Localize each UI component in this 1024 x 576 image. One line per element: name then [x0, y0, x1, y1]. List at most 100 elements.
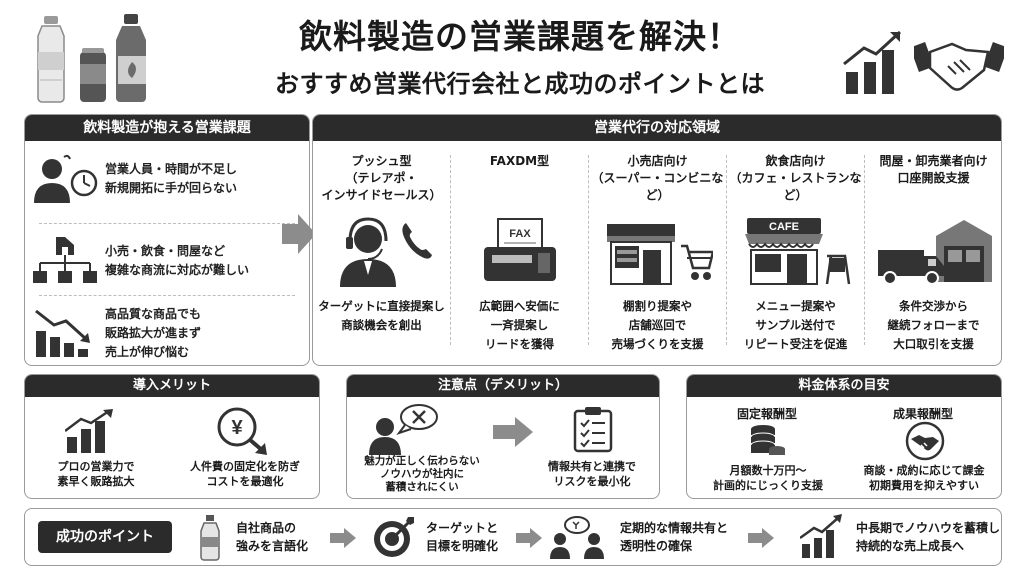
bottle-icon [198, 515, 222, 565]
pricing-text: 商談・成約に応じて課金 [863, 464, 985, 477]
issue-item: 高品質な商品でも 販路拡大が進まず 売上が伸び悩む [25, 303, 309, 363]
right-arrow-icon [493, 417, 533, 451]
merit-text: 人件費の固定化を防ぎ [190, 460, 300, 473]
services-panel: 営業代行の対応領域 プッシュ型 （テレアポ・ インサイドセールス） ターゲットに… [312, 114, 1002, 366]
issue-item: 小売・飲食・問屋など 複雑な商流に対応が難しい [25, 231, 309, 291]
merit-text: プロの営業力で [57, 460, 135, 473]
service-desc: 棚割り提案や [623, 299, 692, 313]
service-wholesale: 問屋・卸売業者向け 口座開設支援 条件交渉から 継続フォローまで 大口取引を支援 [865, 141, 1001, 353]
divider [726, 155, 727, 345]
right-arrow-icon [330, 528, 356, 552]
issue-text: 複雑な商流に対応が難しい [105, 263, 250, 277]
page-subtitle: おすすめ営業代行会社と成功のポイントとは [275, 70, 765, 98]
merits-panel: 導入メリット プロの営業力で 素早く販路拡大 ¥ 人件費の固定化を防ぎ コストを… [24, 374, 320, 499]
service-desc: 広範囲へ安価に [479, 299, 560, 313]
call-center-operator-icon [313, 211, 450, 291]
issue-text: 小売・飲食・問屋など [105, 244, 226, 258]
caution-text: ノウハウが社内に [380, 468, 464, 480]
merit-text: コストを最適化 [206, 475, 284, 488]
team-communication-icon [548, 515, 608, 563]
fax-paper-label: FAX [509, 228, 531, 240]
service-desc: リピート受注を促進 [743, 337, 848, 351]
sales-growth-icon [64, 409, 117, 457]
caution-text: 情報共有と連携で [548, 460, 636, 473]
service-title: （カフェ・レストランなど） [729, 171, 862, 202]
service-title: 小売店向け [627, 154, 688, 168]
success-points-tag: 成功のポイント [38, 521, 172, 553]
pricing-panel: 料金体系の目安 固定報酬型 月額数十万円〜 計画的にじっくり支援 成果報酬型 商… [686, 374, 1002, 499]
service-title: 口座開設支援 [897, 171, 970, 185]
header-bottles-illustration [34, 12, 154, 104]
services-heading: 営業代行の対応領域 [313, 115, 1001, 141]
service-title: FAXDM型 [489, 154, 550, 168]
success-step-text: 中長期でノウハウを蓄積し [856, 521, 1001, 535]
service-desc: 商談機会を創出 [341, 318, 422, 332]
right-arrow-icon [516, 528, 542, 552]
right-arrow-icon [282, 214, 316, 258]
handshake-circle-icon [905, 421, 945, 465]
checklist-icon [573, 405, 613, 457]
service-title: （テレアポ・ [345, 171, 418, 185]
yen-symbol: ¥ [231, 417, 243, 439]
service-desc: サンプル送付で [755, 318, 836, 332]
service-desc: 継続フォローまで [887, 318, 980, 332]
issue-text: 営業人員・時間が不足し [105, 162, 238, 176]
truck-warehouse-icon [865, 211, 1001, 291]
issue-text: 売上が伸び悩む [105, 344, 190, 359]
fax-machine-icon: FAX [451, 211, 588, 291]
divider [588, 155, 589, 345]
page-title: 飲料製造の営業課題を解決！ [299, 17, 741, 56]
yen-cost-down-icon: ¥ [215, 405, 271, 459]
caution-text: リスクを最小化 [553, 475, 631, 488]
service-desc: 一斉提案し [490, 318, 549, 332]
distribution-network-icon [25, 235, 105, 287]
success-step-text: 強みを言語化 [236, 539, 309, 553]
pricing-text: 月額数十万円〜 [729, 464, 807, 477]
cafe-sign-label: CAFE [769, 221, 799, 233]
success-step-text: 持続的な売上成長へ [856, 539, 965, 553]
service-desc: リードを獲得 [485, 337, 554, 351]
service-title: 飲食店向け [765, 154, 826, 168]
service-desc: ターゲットに直接提案し [318, 299, 445, 313]
success-step-text: 自社商品の [236, 521, 297, 535]
target-icon [372, 515, 416, 563]
cautions-panel: 注意点（デメリット） 魅力が正しく伝わらない ノウハウが社内に 蓄積されにくい [346, 374, 660, 499]
issue-text: 販路拡大が進まず [105, 325, 202, 340]
pricing-heading: 料金体系の目安 [687, 375, 1001, 397]
service-desc: 大口取引を支援 [893, 337, 974, 351]
pricing-text: 初期費用を抑えやすい [869, 479, 979, 492]
busy-person-clock-icon [25, 153, 105, 205]
service-restaurant: 飲食店向け （カフェ・レストランなど） CAFE メニュー提案や サンプル送付で… [727, 141, 864, 353]
divider [864, 155, 865, 345]
growth-chart-icon [840, 26, 910, 96]
service-desc: 店舗巡回で [628, 318, 687, 332]
success-step-text: 目標を明確化 [426, 539, 499, 553]
handshake-icon [910, 30, 1008, 96]
service-title: 問屋・卸売業者向け [879, 154, 988, 168]
issue-text: 新規開拓に手が回らない [105, 181, 238, 195]
success-step-text: ターゲットと [426, 521, 499, 535]
pricing-success-title: 成果報酬型 [892, 407, 953, 421]
right-arrow-icon [748, 528, 774, 552]
service-title: プッシュ型 [351, 154, 412, 168]
divider [39, 223, 295, 224]
coin-stack-icon [747, 423, 787, 463]
success-step-text: 定期的な情報共有と [620, 521, 729, 535]
merit-text: 素早く販路拡大 [57, 475, 135, 488]
caution-text: 蓄積されにくい [385, 481, 459, 493]
service-desc: 売場づくりを支援 [611, 337, 704, 351]
cautions-heading: 注意点（デメリット） [347, 375, 659, 397]
issue-text: 高品質な商品でも [105, 306, 202, 321]
merits-heading: 導入メリット [25, 375, 319, 397]
service-title: （スーパー・コンビニなど） [591, 171, 724, 202]
issue-item: 営業人員・時間が不足し 新規開拓に手が回らない [25, 149, 309, 209]
service-faxdm: FAXDM型 FAX 広範囲へ安価に 一斉提案し リードを獲得 [451, 141, 588, 353]
issues-heading: 飲料製造が抱える営業課題 [25, 115, 309, 141]
service-title: インサイドセールス） [321, 188, 442, 202]
service-push: プッシュ型 （テレアポ・ インサイドセールス） ターゲットに直接提案し 商談機会… [313, 141, 450, 353]
growth-chart-icon [799, 514, 844, 562]
service-desc: 条件交渉から [899, 299, 968, 313]
divider [450, 155, 451, 345]
pricing-fixed-title: 固定報酬型 [736, 407, 797, 421]
store-cart-icon [589, 211, 726, 291]
